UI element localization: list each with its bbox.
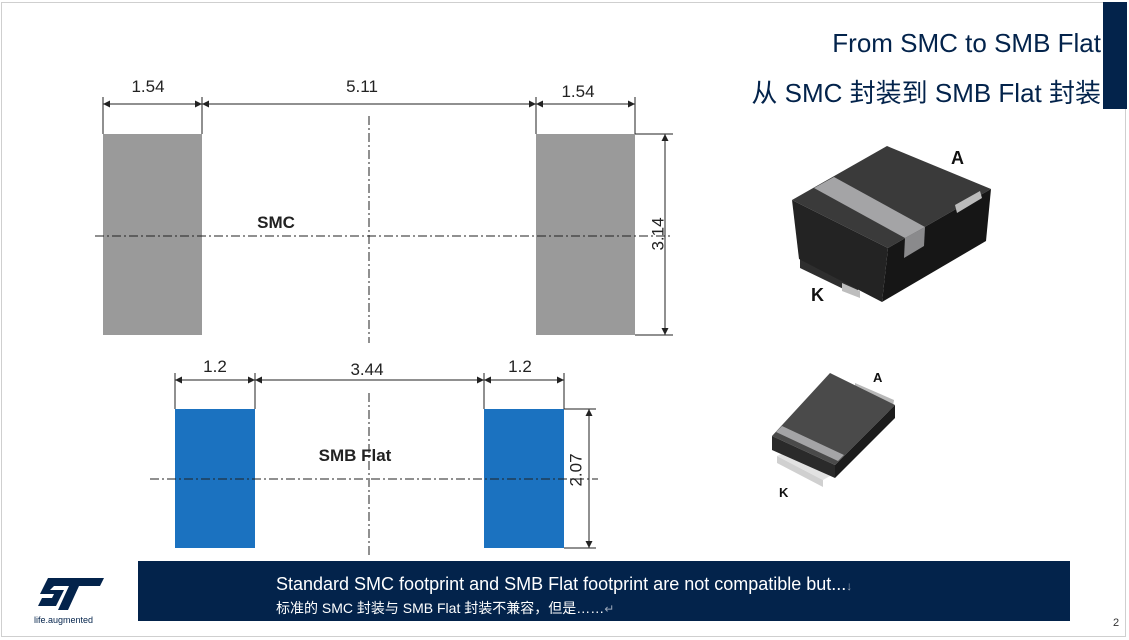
title-accent-bar bbox=[1103, 2, 1127, 109]
banner-text-english: Standard SMC footprint and SMB Flat foot… bbox=[276, 573, 1070, 597]
smb-flat-package-image: A K bbox=[772, 370, 895, 500]
line-break-mark: ↓ bbox=[846, 579, 853, 593]
smb-cathode-label: K bbox=[779, 485, 789, 500]
smc-dim-right-label: 1.54 bbox=[561, 82, 594, 101]
smb-flat-footprint: 1.2 3.44 1.2 2.07 SMB Flat bbox=[150, 357, 598, 558]
smc-dim-left-label: 1.54 bbox=[131, 77, 164, 96]
slide-subtitle: 从 SMC 封装到 SMB Flat 封装 bbox=[751, 78, 1101, 108]
smc-pad-right bbox=[536, 134, 635, 335]
slide-title: From SMC to SMB Flat bbox=[832, 28, 1101, 58]
smb-flat-label: SMB Flat bbox=[319, 446, 392, 465]
smc-package-image: A K bbox=[792, 146, 991, 305]
banner-text-chinese: 标准的 SMC 封装与 SMB Flat 封装不兼容，但是……↵ bbox=[276, 597, 1070, 620]
smc-footprint: 1.54 5.11 1.54 3.14 SMC bbox=[95, 77, 673, 343]
smb-dim-height-label: 2.07 bbox=[566, 453, 585, 486]
smc-dim-height-label: 3.14 bbox=[648, 217, 667, 250]
banner-line2-text: 标准的 SMC 封装与 SMB Flat 封装不兼容，但是…… bbox=[276, 600, 605, 616]
smc-anode-label: A bbox=[951, 148, 964, 168]
smb-anode-label: A bbox=[873, 370, 883, 385]
smb-dim-gap-label: 3.44 bbox=[350, 360, 383, 379]
smc-cathode-label: K bbox=[811, 285, 824, 305]
smb-dim-left-label: 1.2 bbox=[203, 357, 227, 376]
page-number: 2 bbox=[1113, 617, 1120, 629]
smb-dim-right-label: 1.2 bbox=[508, 357, 532, 376]
st-logo-icon bbox=[38, 578, 104, 610]
smc-label: SMC bbox=[257, 213, 295, 232]
smc-dim-gap-label: 5.11 bbox=[346, 77, 378, 96]
brand-tagline: life.augmented bbox=[34, 615, 94, 625]
banner-line1-text: Standard SMC footprint and SMB Flat foot… bbox=[276, 574, 847, 594]
paragraph-mark: ↵ bbox=[604, 602, 615, 616]
smc-pad-left bbox=[103, 134, 202, 335]
conclusion-banner: Standard SMC footprint and SMB Flat foot… bbox=[138, 561, 1070, 621]
